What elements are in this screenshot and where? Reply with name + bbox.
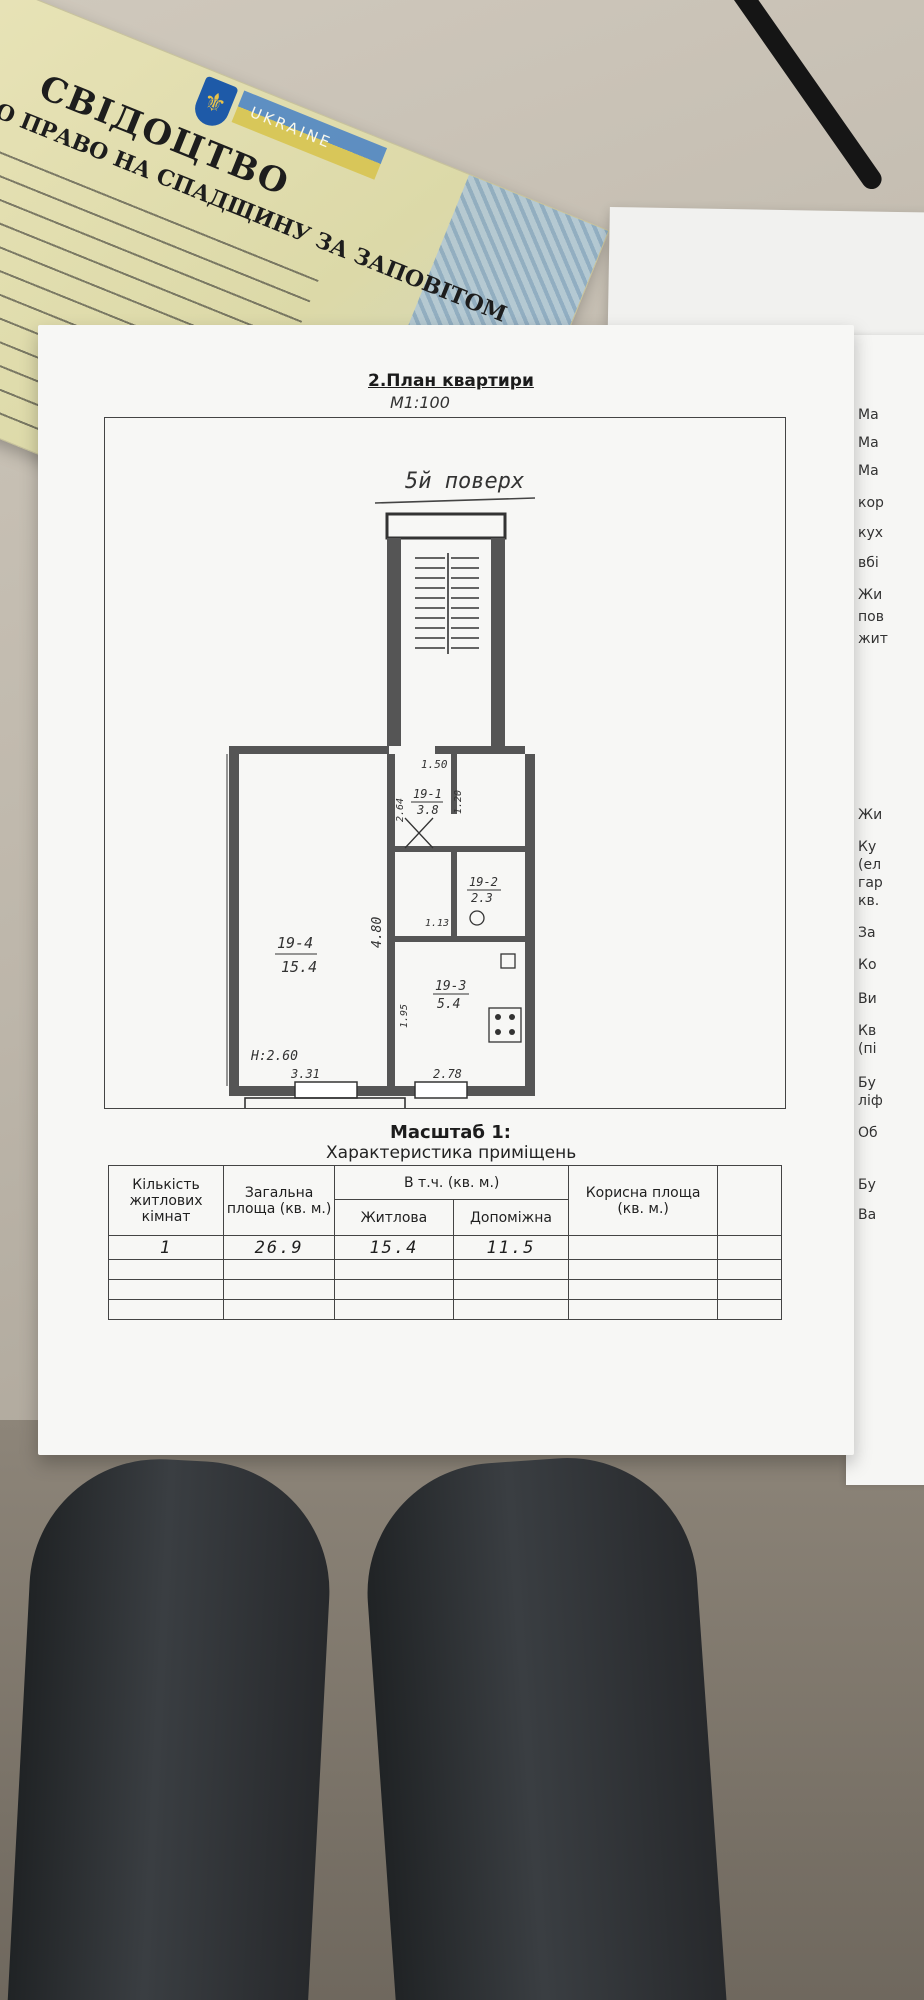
- side-page-text: (пі: [858, 1041, 877, 1057]
- side-page-text: Жи: [858, 807, 883, 823]
- side-page-text: Об: [858, 1125, 878, 1141]
- cell-rooms-count: 1: [107, 1235, 225, 1260]
- side-page-text: Ко: [858, 957, 877, 973]
- side-page-text: жит: [858, 631, 888, 647]
- dimension-label: 1.50: [421, 758, 448, 771]
- header-living: Житлова: [334, 1199, 454, 1236]
- balcony: [244, 1097, 406, 1108]
- dimension-label: 3.31: [290, 1067, 320, 1081]
- trident-emblem-icon: ⚜: [189, 75, 239, 131]
- side-page-text: Ви: [858, 991, 877, 1007]
- side-page-text: Ма: [858, 407, 879, 423]
- plan-frame: 5й поверх: [104, 417, 786, 1109]
- room-19-1-id: 19-1: [413, 787, 442, 801]
- adjacent-page: Ма Ма Ма кор кух вбі Жи пов жит Жи Ку (е…: [846, 335, 924, 1485]
- header-rooms-count: Кількість житлових кімнат: [107, 1165, 225, 1236]
- apartment-bottom-wall: [229, 1086, 535, 1096]
- side-page-text: Ку: [858, 839, 877, 855]
- side-page-text: Жи: [858, 587, 883, 603]
- dimension-label: 4.80: [370, 917, 385, 948]
- cell-empty: [716, 1235, 783, 1260]
- side-page-text: Ва: [858, 1207, 877, 1223]
- stairwell-top-wall: [385, 512, 507, 540]
- dimension-label: 1.20: [453, 790, 464, 814]
- room-19-4-area: 15.4: [281, 958, 317, 976]
- side-page-text: кв.: [858, 893, 880, 909]
- dimension-label: 1.13: [425, 918, 449, 929]
- side-page-text: За: [858, 925, 876, 941]
- dimension-label: 1.95: [399, 1004, 410, 1028]
- side-page-text: Ма: [858, 435, 879, 451]
- living-room-partition: [387, 754, 395, 1086]
- side-page-text: ліф: [858, 1093, 883, 1109]
- stove-icon: [488, 1007, 522, 1043]
- apartment-top-wall: [229, 746, 389, 754]
- header-useful-area: Корисна площа (кв. м.): [568, 1165, 718, 1236]
- window: [294, 1081, 358, 1099]
- stairwell-right-wall: [491, 538, 505, 746]
- plan-title: 2.План квартири: [368, 371, 534, 391]
- side-page-text: пов: [858, 609, 884, 625]
- apartment-left-wall: [229, 754, 239, 1094]
- room-19-1-area: 3.8: [416, 803, 439, 817]
- side-page-text: кор: [858, 495, 884, 511]
- side-page-text: Кв: [858, 1023, 877, 1039]
- cell-useful-area: [568, 1235, 718, 1260]
- floor-plan-drawing: 5й поверх: [226, 469, 536, 1108]
- side-page-text: кух: [858, 525, 884, 541]
- room-19-3-id: 19-3: [435, 979, 466, 994]
- header-total-area: Загальна площа (кв. м.): [223, 1165, 336, 1236]
- premises-characteristics-table: Кількість житлових кімнат Загальна площа…: [107, 1165, 783, 1320]
- side-page-text: (ел: [858, 857, 882, 873]
- dimension-label: 2.78: [433, 1067, 462, 1081]
- side-page-text: Бу: [858, 1177, 876, 1193]
- room-19-3-area: 5.4: [437, 997, 460, 1012]
- room-19-4-id: 19-4: [277, 934, 313, 952]
- side-page-text: гар: [858, 875, 883, 891]
- stair-treads: [415, 553, 479, 654]
- header-empty: [716, 1165, 783, 1236]
- left-leg: [3, 1452, 337, 2000]
- room-19-2-area: 2.3: [471, 891, 493, 905]
- side-page-text: Ма: [858, 463, 879, 479]
- toilet-icon: [469, 910, 485, 926]
- header-auxiliary: Допоміжна: [452, 1199, 570, 1236]
- ceiling-height-label: Н:2.60: [250, 1049, 298, 1064]
- cell-living: 15.4: [334, 1235, 454, 1260]
- stairwell-left-wall: [387, 538, 401, 746]
- window: [414, 1081, 468, 1099]
- header-including: В т.ч. (кв. м.): [334, 1165, 570, 1200]
- plan-scale-note: М1:100: [390, 393, 450, 412]
- table-caption: Характеристика приміщень: [326, 1143, 577, 1163]
- cell-auxiliary: 11.5: [452, 1235, 570, 1260]
- room-19-2-id: 19-2: [469, 875, 498, 889]
- floor-plan-sheet: 2.План квартири М1:100 5й поверх: [38, 325, 854, 1455]
- right-leg: [358, 1449, 732, 2000]
- dimension-label: 2.64: [395, 798, 406, 822]
- side-page-text: вбі: [858, 555, 879, 571]
- floor-label: 5й поверх: [405, 469, 524, 494]
- scale-heading: Масштаб 1:: [390, 1122, 511, 1143]
- side-page-text: Бу: [858, 1075, 876, 1091]
- cell-total-area: 26.9: [223, 1235, 336, 1260]
- apartment-right-wall: [525, 754, 535, 1096]
- sink-icon: [500, 953, 516, 969]
